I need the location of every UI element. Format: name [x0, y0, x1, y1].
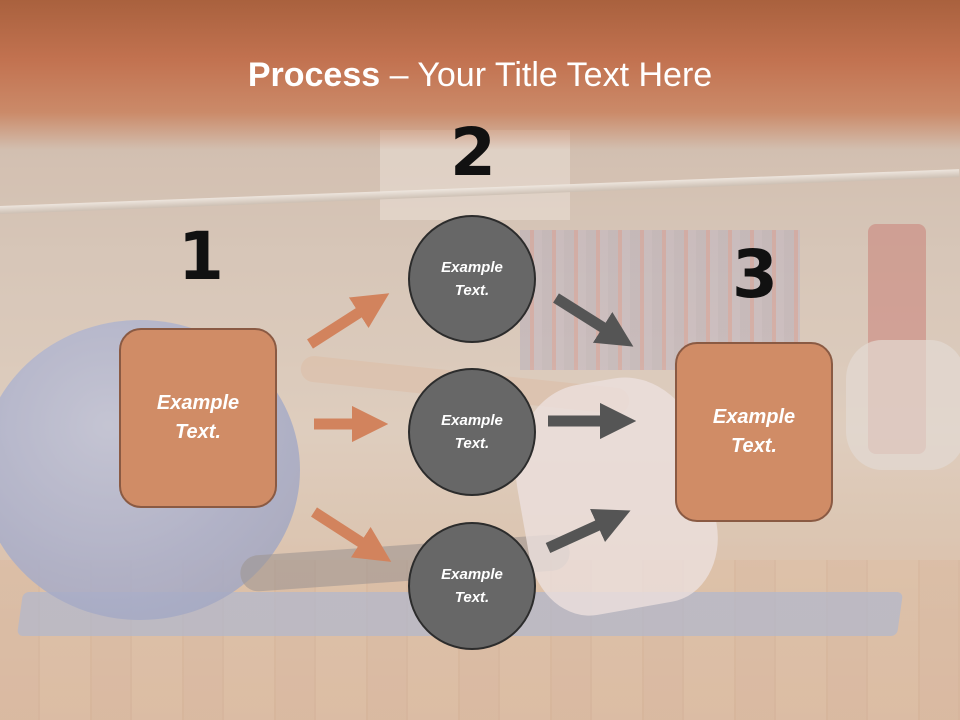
- circle-top-text: Example Text.: [441, 259, 503, 299]
- arrow-1-to-2-top: [307, 293, 390, 349]
- arrow-2-to-3-top: [553, 293, 634, 347]
- arrow-2-to-3-bottom: [545, 508, 631, 554]
- step-1-box[interactable]: Example Text.: [119, 328, 277, 508]
- step-number-3: 3: [732, 236, 778, 313]
- circle-bottom-text: Example Text.: [441, 566, 503, 606]
- title-bold: Process: [247, 56, 381, 94]
- step-3-box[interactable]: Example Text.: [675, 342, 833, 522]
- step-1-text: Example Text.: [156, 392, 240, 443]
- circle-middle-text: Example Text.: [441, 412, 503, 452]
- slide-title: Process – Your Title Text Here: [0, 54, 960, 96]
- arrow-1-to-2-bottom: [311, 507, 392, 562]
- title-rest: – Your Title Text Here: [380, 56, 713, 94]
- step-2-circle-top[interactable]: Example Text.: [408, 215, 536, 343]
- step-3-text: Example Text.: [712, 406, 796, 457]
- step-2-circle-bottom[interactable]: Example Text.: [408, 522, 536, 650]
- step-2-circle-middle[interactable]: Example Text.: [408, 368, 536, 496]
- title-band: [0, 0, 960, 150]
- background-person: [846, 340, 960, 470]
- step-number-2: 2: [450, 114, 496, 191]
- step-number-1: 1: [178, 218, 224, 295]
